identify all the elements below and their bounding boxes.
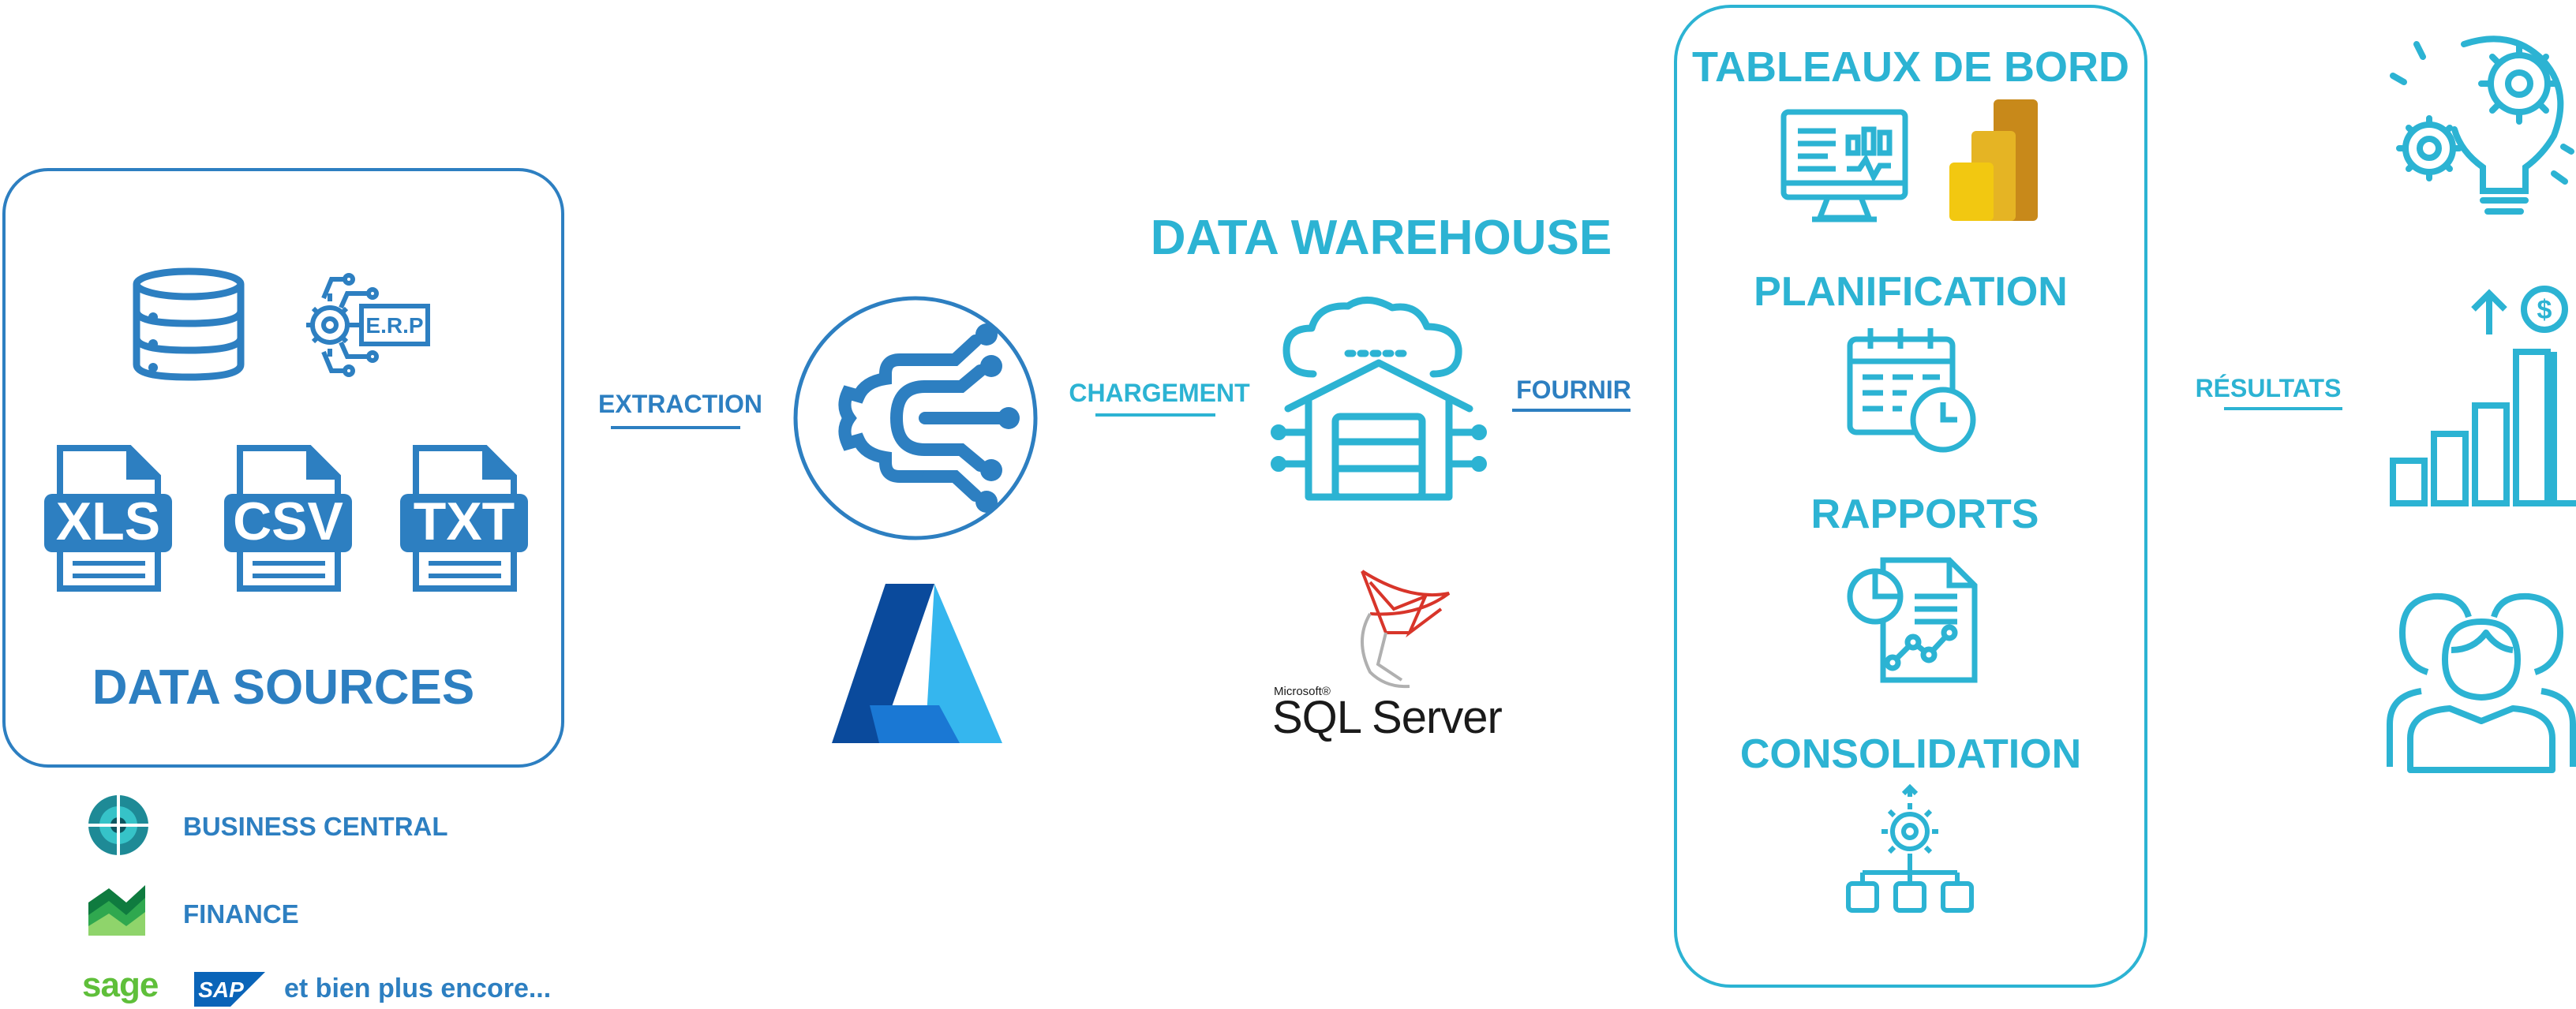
sql-brand: SQL Server [1272, 692, 1503, 743]
more-integrations-label: et bien plus encore... [284, 973, 552, 1003]
dashboard-monitor-icon [1780, 109, 1908, 224]
erp-gear-icon: E.R.P [300, 270, 434, 380]
csv-file-icon: CSV [221, 445, 355, 592]
power-bi-icon [1945, 96, 2042, 224]
csv-label: CSV [233, 491, 343, 551]
database-icon [131, 267, 246, 382]
planning-calendar-icon [1847, 325, 1978, 454]
sage-logo: sage [82, 966, 159, 1004]
chargement-label: CHARGEMENT [1069, 379, 1250, 407]
fournir-underline [1512, 409, 1631, 412]
erp-label: E.R.P [365, 313, 423, 338]
sql-server-logo-mark [1346, 570, 1457, 691]
sap-logo: SAP [194, 972, 265, 1007]
resultats-underline [2224, 407, 2342, 410]
xls-file-icon: XLS [41, 445, 175, 592]
consolidation-title: CONSOLIDATION [1739, 731, 2082, 777]
dashboards-title: TABLEAUX DE BORD [1691, 43, 2129, 91]
extraction-label: EXTRACTION [598, 390, 762, 418]
reports-title: RAPPORTS [1810, 491, 2039, 537]
outputs-box [1674, 5, 2147, 988]
team-people-icon [2387, 577, 2576, 773]
fournir-label: FOURNIR [1516, 376, 1631, 404]
svg-text:SAP: SAP [198, 977, 244, 1002]
xls-label: XLS [56, 491, 160, 551]
warehouse-cloud-icon [1271, 297, 1487, 511]
azure-logo [830, 582, 1004, 745]
txt-file-icon: TXT [397, 445, 531, 592]
business-central-icon [87, 794, 150, 857]
lightbulb-gears-icon [2385, 28, 2576, 222]
growth-chart-icon: $ [2390, 286, 2576, 506]
extraction-underline [611, 426, 740, 429]
etl-process-icon [792, 295, 1039, 541]
data-sources-title: DATA SOURCES [92, 660, 475, 715]
finance-icon [87, 879, 147, 937]
consolidation-hierarchy-icon [1844, 783, 1976, 914]
reports-document-icon [1847, 557, 1978, 683]
resultats-label: RÉSULTATS [2195, 374, 2342, 402]
planning-title: PLANIFICATION [1754, 269, 2068, 315]
svg-text:$: $ [2537, 295, 2552, 325]
sql-brand-small: Microsoft® [1274, 685, 1331, 698]
data-warehouse-title: DATA WAREHOUSE [1150, 211, 1612, 265]
business-central-label: BUSINESS CENTRAL [183, 812, 448, 841]
finance-label: FINANCE [183, 899, 299, 929]
data-sources-box [2, 168, 564, 768]
chargement-underline [1095, 413, 1215, 417]
txt-label: TXT [414, 491, 515, 551]
